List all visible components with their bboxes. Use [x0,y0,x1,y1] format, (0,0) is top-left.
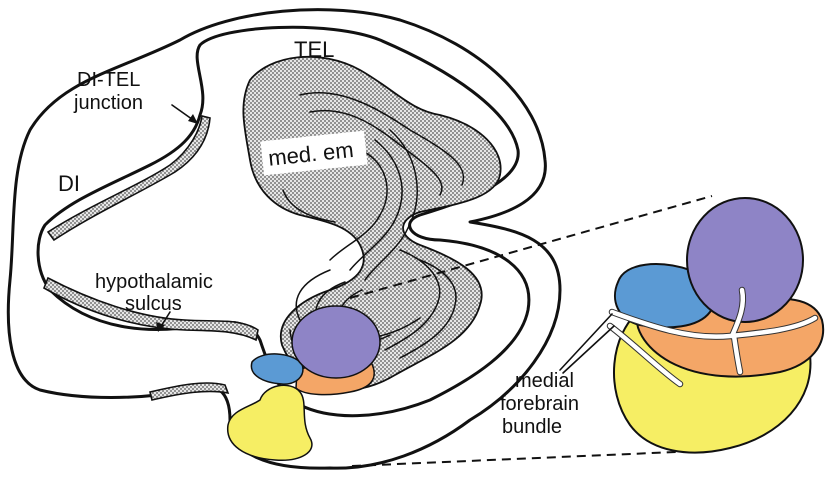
junction-arrow-icon [188,114,198,124]
zoom-line-bottom [352,452,676,466]
label-di-tel-line2: junction [73,92,143,114]
blue-nucleus [251,354,302,384]
label-mfb-line1: medial [515,370,574,392]
label-mfb-line3: bundle [502,416,562,438]
purple-nucleus [292,306,380,378]
label-di: DI [58,171,80,196]
mfb-pointers [560,314,614,373]
yellow-nucleus [228,385,312,460]
label-hypothalamic-line1: hypothalamic [95,271,213,293]
label-tel: TEL [294,37,334,62]
label-hypothalamic-line2: sulcus [125,293,182,315]
junction-pointer [172,105,198,124]
label-di-tel-line1: DI-TEL [77,69,140,91]
label-mfb-line2: forebrain [500,393,579,415]
inset-enlargement [610,198,823,453]
outer-ependymal-strip [150,383,228,400]
